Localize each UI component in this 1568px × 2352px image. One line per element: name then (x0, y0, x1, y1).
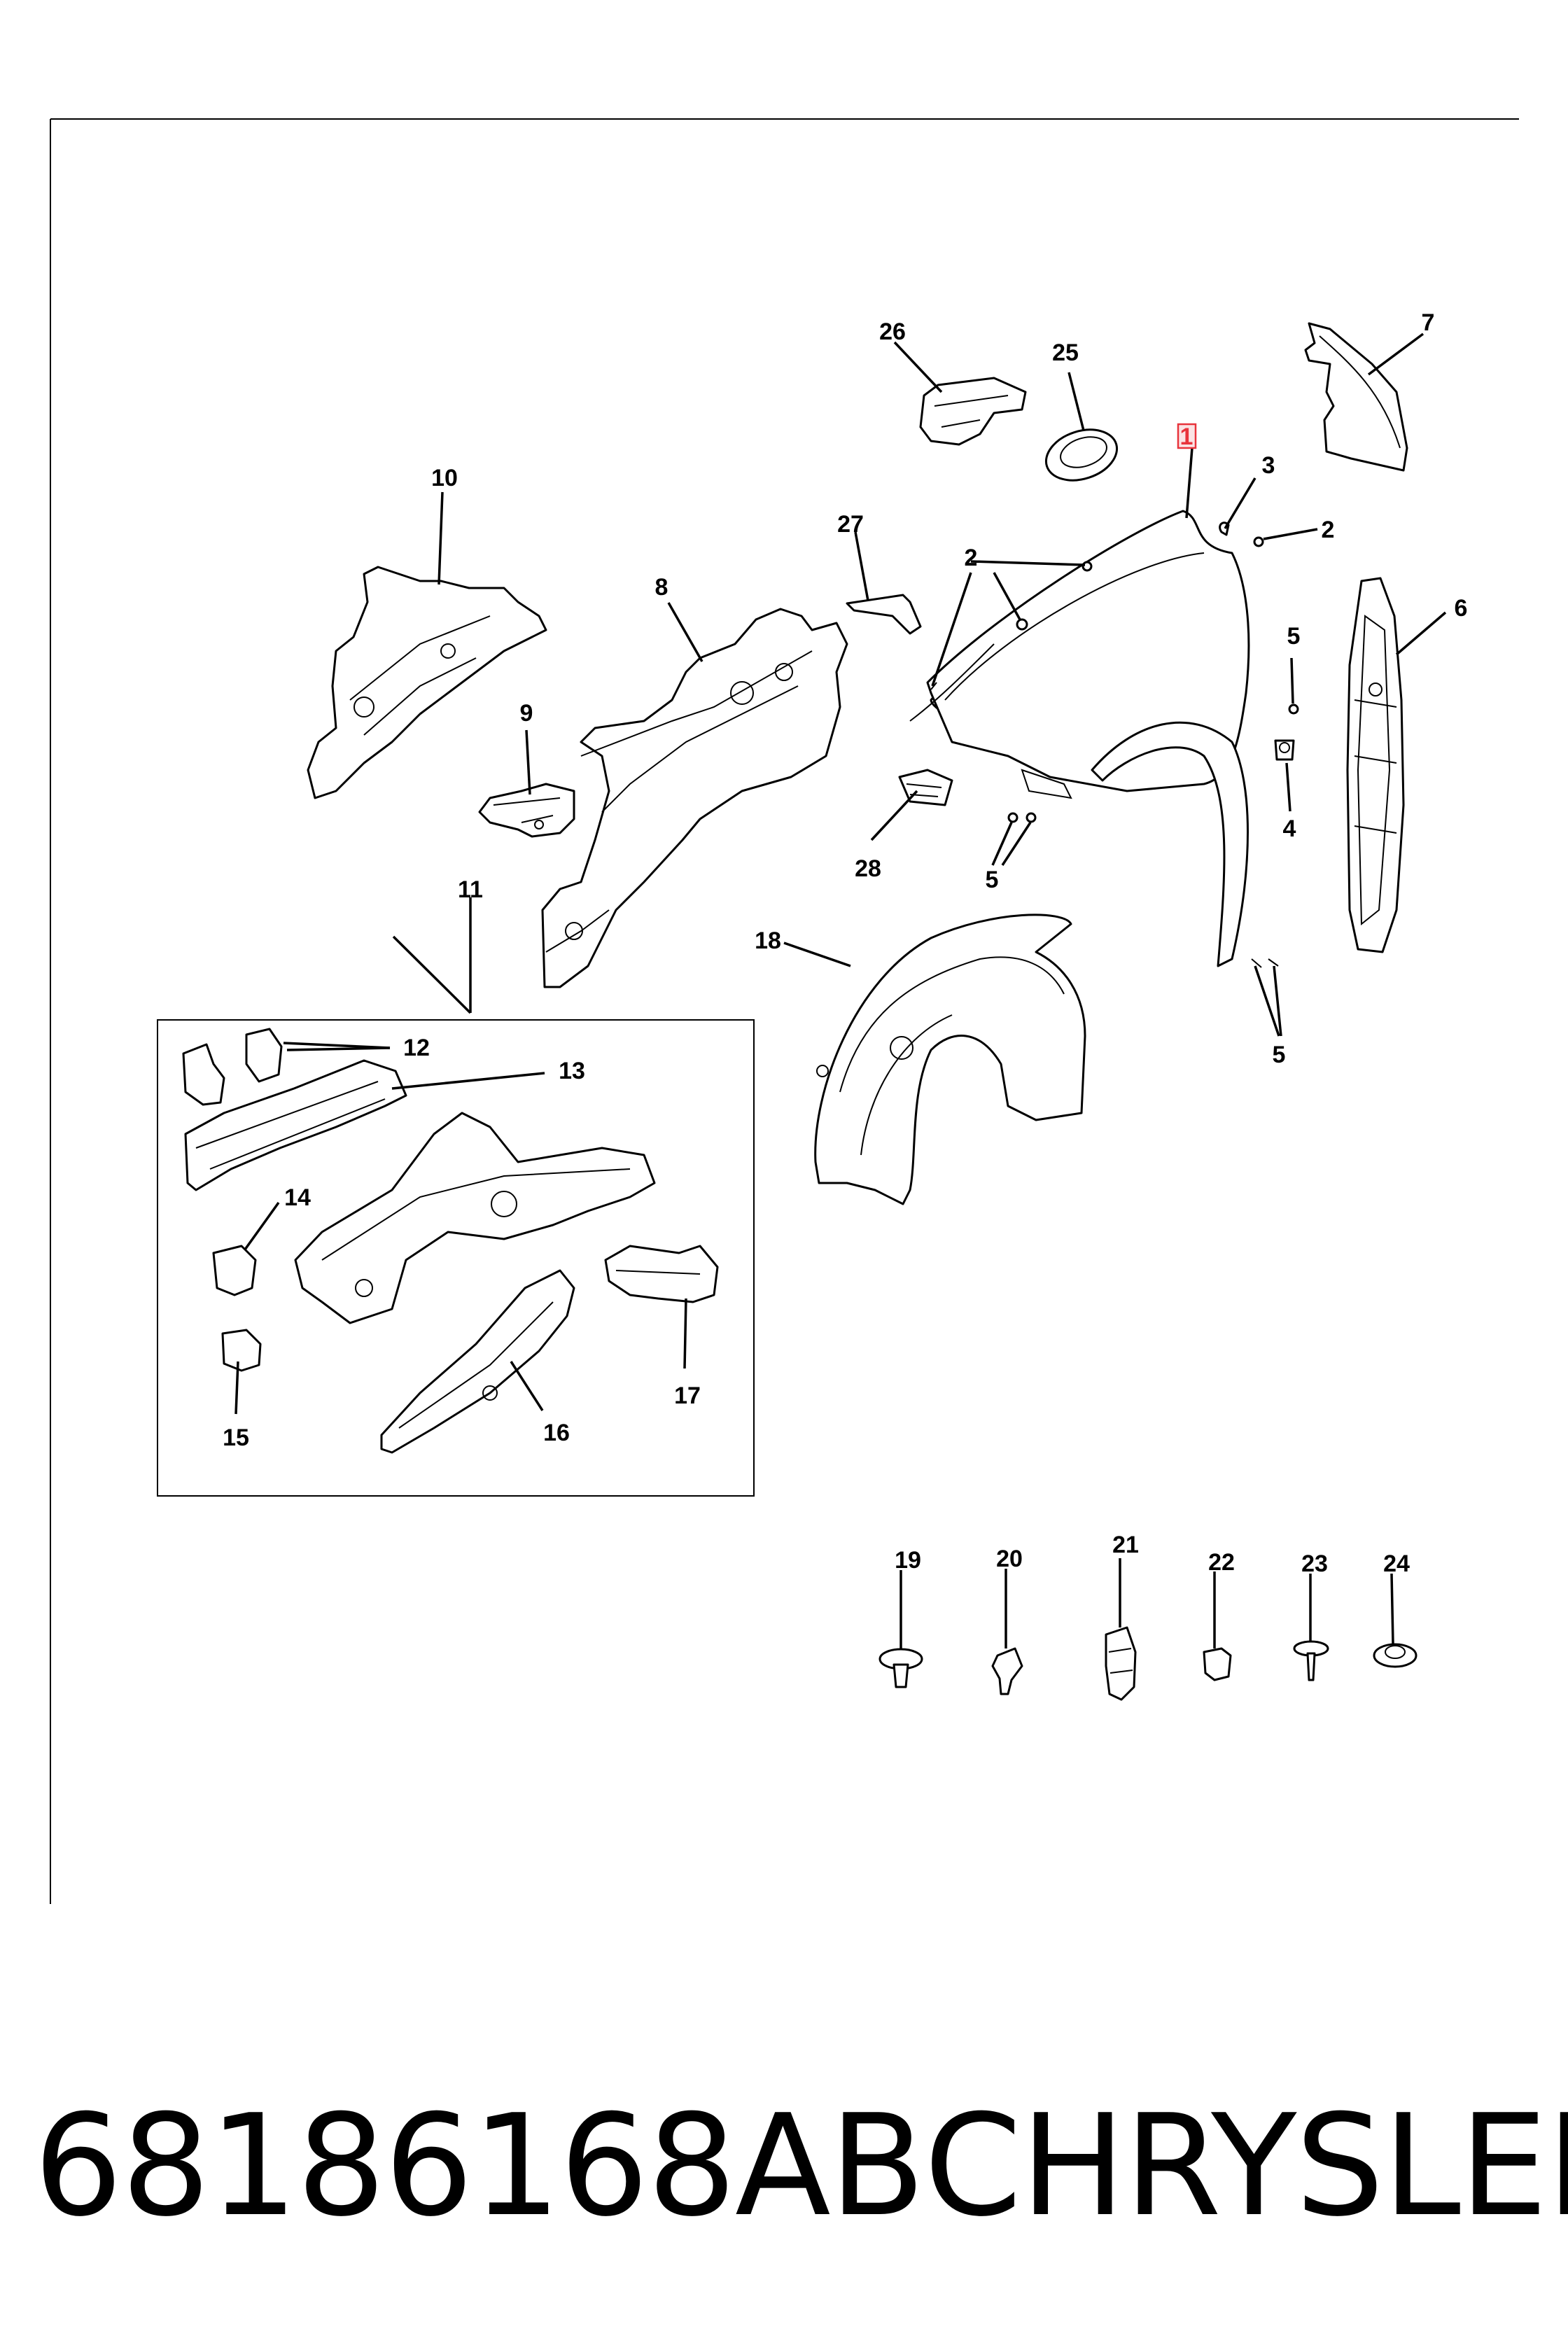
callout-12: 12 (403, 1035, 430, 1061)
callout-23: 23 (1301, 1550, 1328, 1577)
callout-2a: 2 (965, 545, 978, 571)
mount-part-12[interactable] (182, 1028, 283, 1106)
frame-part-10[interactable] (307, 566, 547, 799)
shield-part-6[interactable] (1346, 577, 1405, 953)
callout-7: 7 (1422, 309, 1435, 336)
fastener-part-24[interactable] (1373, 1643, 1418, 1668)
apron-part-8[interactable] (541, 608, 848, 988)
callout-14: 14 (284, 1184, 311, 1211)
fastener-part-23[interactable] (1293, 1640, 1329, 1681)
callout-26: 26 (879, 318, 906, 345)
callout-10: 10 (431, 465, 458, 491)
callout-15: 15 (223, 1424, 249, 1451)
callout-1: 1 (1180, 424, 1194, 450)
clip-part-2[interactable] (930, 536, 1264, 690)
callout-27: 27 (837, 511, 864, 538)
bracket-part-17[interactable] (604, 1245, 719, 1303)
callout-20: 20 (996, 1546, 1023, 1572)
callout-1-highlight (1177, 423, 1197, 449)
callout-21: 21 (1112, 1532, 1139, 1558)
callout-28: 28 (855, 855, 881, 882)
fastener-part-20[interactable] (991, 1647, 1023, 1695)
bracket-part-14[interactable] (212, 1245, 257, 1296)
bracket-part-26[interactable] (919, 377, 1027, 446)
nut-part-4[interactable] (1274, 739, 1295, 761)
fastener-part-21[interactable] (1105, 1626, 1137, 1701)
fender-part-1[interactable] (909, 510, 1250, 967)
leader-lines (234, 332, 1447, 1648)
callout-24: 24 (1383, 1550, 1410, 1577)
bracket-part-15[interactable] (221, 1329, 262, 1372)
callout-25: 25 (1052, 340, 1079, 366)
callout-19: 19 (895, 1547, 921, 1574)
rail-assembly-part-11[interactable] (294, 1112, 656, 1324)
callout-8: 8 (655, 574, 668, 601)
footer-caption: 68186168AB CHRYSLER (34, 2076, 1568, 2258)
strip-part-27[interactable] (846, 594, 922, 635)
rail-part-13[interactable] (184, 1059, 407, 1191)
callout-16: 16 (543, 1420, 570, 1446)
callout-2b: 2 (1322, 517, 1335, 543)
callout-22: 22 (1208, 1549, 1235, 1576)
callout-18: 18 (755, 927, 781, 954)
liner-part-18[interactable] (814, 913, 1086, 1205)
rail-part-16[interactable] (380, 1269, 575, 1454)
callout-17: 17 (674, 1382, 701, 1409)
cap-part-25[interactable] (1040, 421, 1124, 489)
part-number: 68186168AB (34, 2085, 925, 2248)
brand-name: CHRYSLER (924, 2085, 1568, 2248)
callout-9: 9 (520, 700, 533, 727)
callout-13: 13 (559, 1058, 585, 1084)
fastener-part-19[interactable] (878, 1648, 923, 1688)
callout-3: 3 (1262, 452, 1275, 479)
bracket-part-9[interactable] (478, 783, 575, 838)
screw-part-5[interactable] (1007, 704, 1299, 968)
callout-5a: 5 (1287, 623, 1301, 650)
callout-4: 4 (1283, 816, 1296, 842)
assembly-box-11 (157, 1019, 755, 1497)
panel-part-7[interactable] (1304, 322, 1408, 472)
callout-5b: 5 (986, 867, 999, 893)
callout-5c: 5 (1273, 1042, 1286, 1068)
fastener-part-22[interactable] (1203, 1647, 1232, 1681)
callout-11: 11 (458, 876, 483, 903)
callout-6: 6 (1455, 595, 1468, 622)
